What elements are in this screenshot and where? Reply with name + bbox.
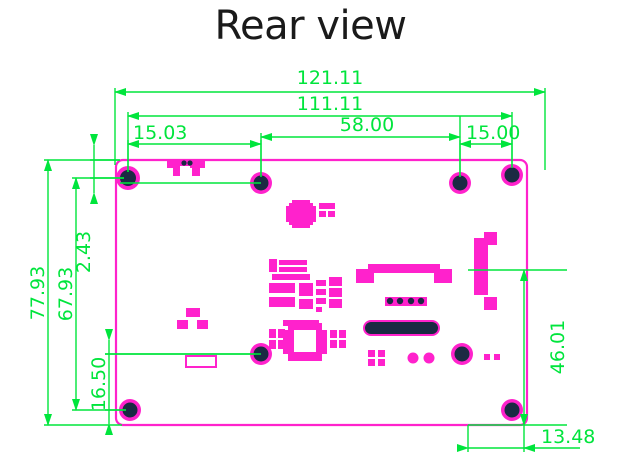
hole-top-right-inner	[449, 172, 471, 194]
bga-chip	[283, 323, 327, 361]
top-ic-chip	[286, 200, 316, 228]
bga-side-pads	[330, 330, 346, 348]
dim-label-hole-span-width: 111.11	[297, 93, 363, 115]
edge-card-slot	[363, 320, 440, 336]
dim-label-hole-span-height: 67.93	[55, 267, 77, 321]
dim-label-overall-width: 121.11	[297, 67, 363, 89]
dimension-lines-group	[44, 88, 580, 452]
dim-label-overall-height: 77.93	[27, 266, 49, 320]
quad-pad-group	[368, 350, 385, 366]
right-test-pads	[484, 354, 500, 360]
dim-label-right-offset: 15.00	[466, 122, 520, 144]
bridge-connector	[356, 264, 452, 283]
hole-bottom-left	[119, 399, 141, 421]
dim-label-right-width: 13.48	[541, 426, 595, 448]
dim-label-center-span: 58.00	[340, 114, 394, 136]
round-pad-pair	[407, 352, 435, 364]
pcb-components-group	[167, 159, 500, 368]
left-outlined-pad	[185, 355, 217, 368]
component-cluster-left	[269, 259, 342, 312]
right-vertical-connector	[474, 232, 497, 310]
four-pad-row	[385, 297, 427, 306]
hole-bottom-right-corner	[501, 399, 523, 421]
dim-label-top-offset: 2.43	[73, 231, 95, 273]
dim-label-left-offset: 15.03	[133, 122, 187, 144]
top-small-component	[319, 203, 335, 217]
hole-bottom-right	[451, 343, 473, 365]
hole-top-right-corner	[501, 164, 523, 186]
page-title: Rear view	[214, 3, 407, 49]
dim-label-right-height: 46.01	[547, 320, 569, 374]
dim-label-bottom-offset: 16.50	[88, 357, 110, 411]
left-small-pads	[177, 308, 208, 329]
top-edge-connector	[167, 159, 205, 176]
hole-top-left	[116, 166, 140, 190]
dimension-labels-group: 121.11 111.11 15.03 58.00 15.00 77.93 67…	[27, 67, 595, 448]
